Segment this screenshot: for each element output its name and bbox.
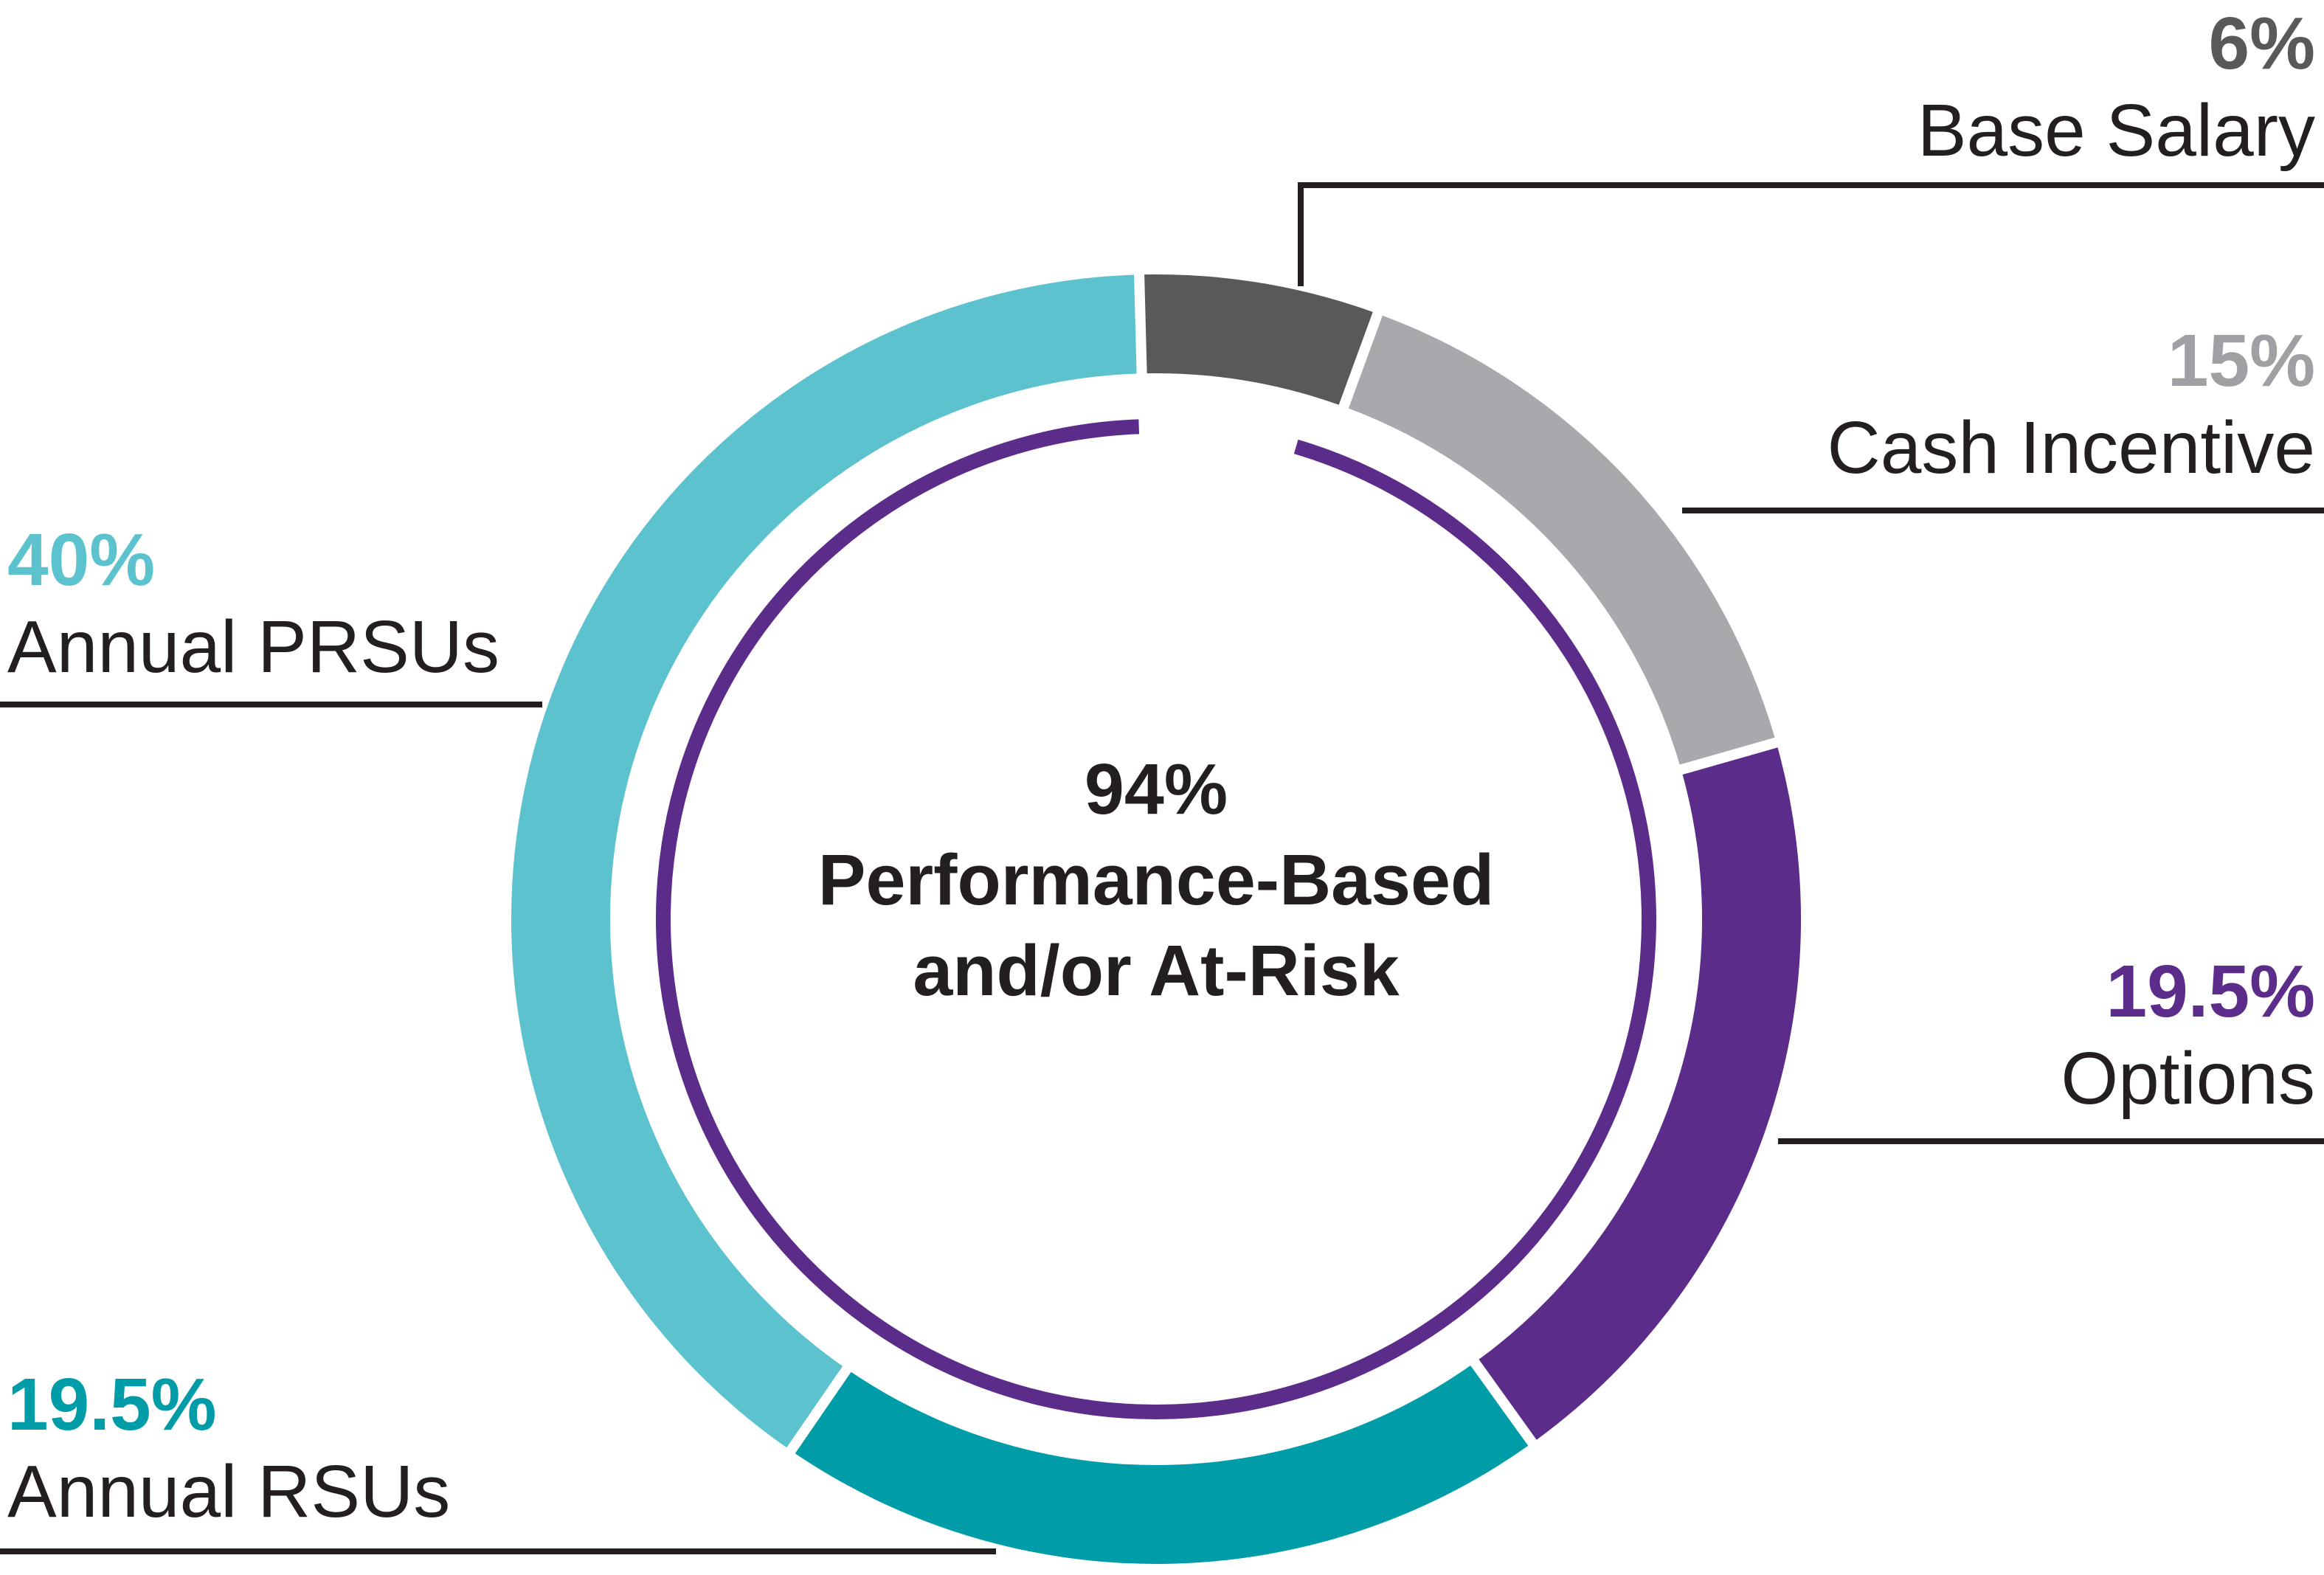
segment-annual-prsus bbox=[511, 274, 1137, 1448]
label-name: Annual RSUs bbox=[7, 1450, 451, 1533]
label-pct: 40% bbox=[7, 519, 156, 601]
label-annual-prsus: 40% Annual PRSUs bbox=[0, 516, 499, 690]
label-options: 19.5% Options bbox=[2061, 948, 2324, 1122]
label-name: Annual PRSUs bbox=[7, 606, 499, 688]
center-line2: and/or At-Risk bbox=[913, 930, 1400, 1011]
label-name: Base Salary bbox=[1917, 89, 2315, 172]
leader-line-base-salary bbox=[1298, 182, 2324, 286]
center-line1: Performance-Based bbox=[817, 840, 1495, 920]
label-cash-incentive: 15% Cash Incentive bbox=[1827, 317, 2324, 491]
label-base-salary: 6% Base Salary bbox=[1917, 0, 2324, 174]
inner-94pct-arc bbox=[656, 419, 1656, 1419]
segment-cash-incentive bbox=[1348, 315, 1775, 765]
label-pct: 19.5% bbox=[7, 1363, 217, 1446]
segment-options bbox=[1479, 747, 1802, 1440]
label-name: Cash Incentive bbox=[1827, 406, 2315, 489]
label-annual-rsus: 19.5% Annual RSUs bbox=[0, 1361, 450, 1535]
segment-annual-rsus bbox=[795, 1365, 1529, 1564]
label-pct: 15% bbox=[2167, 319, 2315, 402]
label-pct: 6% bbox=[2208, 2, 2315, 85]
center-label: 94% Performance-Based and/or At-Risk bbox=[713, 744, 1599, 1016]
center-pct: 94% bbox=[1084, 749, 1228, 829]
label-name: Options bbox=[2061, 1037, 2315, 1120]
label-pct: 19.5% bbox=[2106, 950, 2315, 1033]
segment-base-salary bbox=[1144, 274, 1373, 405]
